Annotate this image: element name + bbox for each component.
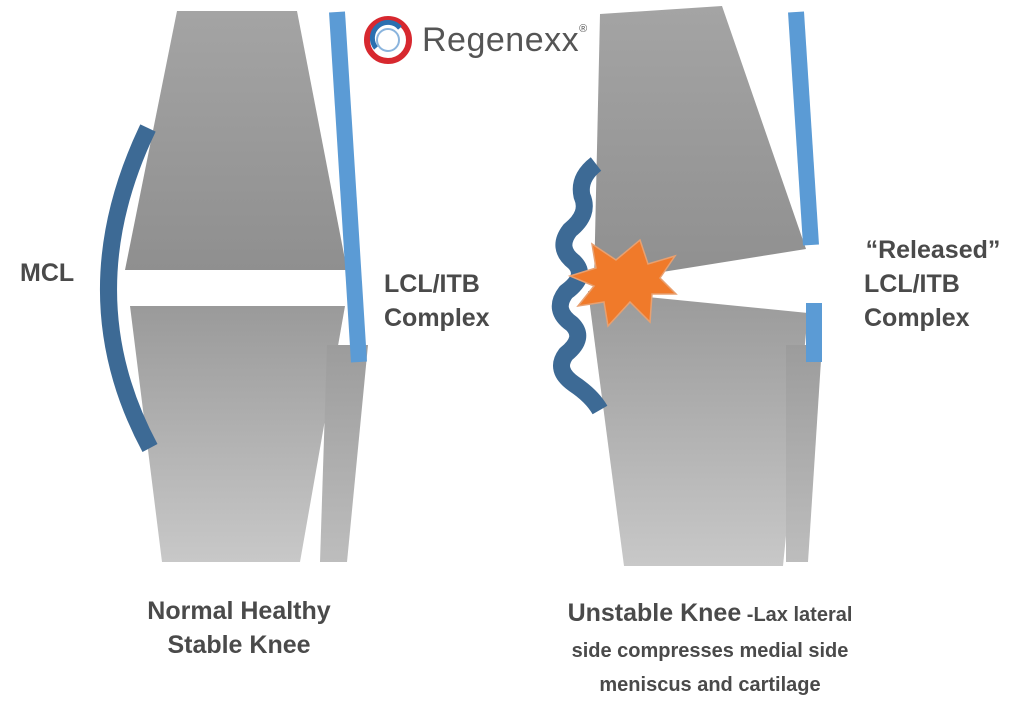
- left-fibula: [320, 345, 368, 562]
- left-femur: [125, 11, 347, 270]
- left-caption-line2: Stable Knee: [167, 631, 311, 659]
- mcl-label: MCL: [20, 259, 75, 287]
- right-lcl-upper-ligament: [788, 11, 819, 246]
- logo-name: Regenexx: [422, 20, 580, 59]
- right-caption-line1-rest: -Lax lateral: [741, 604, 853, 626]
- right-lcl-label-line1: “Released”: [865, 236, 1001, 264]
- right-lcl-label: “Released” LCL/ITB Complex: [850, 233, 1016, 335]
- regenexx-logo: Regenexx®: [362, 12, 588, 68]
- right-caption-line3: meniscus and cartilage: [599, 674, 821, 696]
- right-caption-line2: side compresses medial side: [571, 640, 849, 662]
- left-lcl-label-line2: Complex: [384, 304, 490, 332]
- left-tibia: [130, 306, 345, 562]
- left-caption: Normal Healthy Stable Knee: [128, 594, 350, 662]
- right-fibula: [786, 345, 822, 562]
- left-mcl-ligament: [100, 124, 158, 453]
- right-lcl-label-line3: Complex: [864, 304, 970, 332]
- right-femur: [594, 6, 806, 283]
- compression-burst-icon: [567, 238, 678, 328]
- left-lcl-ligament: [329, 11, 367, 363]
- right-mcl-ligament: [551, 157, 608, 415]
- left-lcl-label: LCL/ITB Complex: [384, 267, 490, 335]
- regenexx-ring-icon: [364, 16, 412, 64]
- right-caption: Unstable Knee -Lax lateral side compress…: [536, 596, 884, 702]
- right-caption-title: Unstable Knee: [567, 599, 742, 627]
- left-lcl-label-line1: LCL/ITB: [384, 270, 480, 298]
- logo-wordmark: Regenexx®: [422, 21, 588, 60]
- right-caption-line1: Unstable Knee -Lax lateral: [536, 596, 884, 634]
- right-lcl-label-line2: LCL/ITB: [864, 270, 960, 298]
- left-caption-line1: Normal Healthy: [147, 597, 331, 625]
- registered-mark: ®: [579, 22, 588, 35]
- right-tibia: [588, 291, 808, 566]
